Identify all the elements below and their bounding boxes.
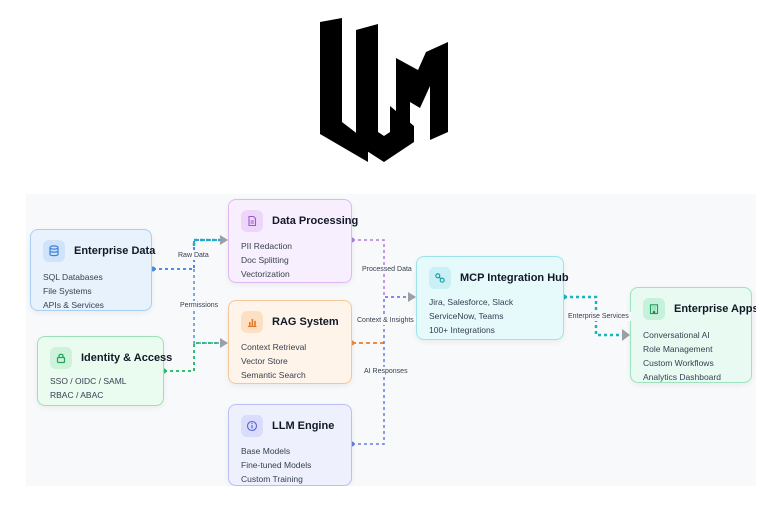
node-item: Vectorization (241, 269, 290, 279)
info-icon (241, 415, 263, 437)
edge-label-context-insights: Context & Insights (355, 316, 416, 325)
node-title: Enterprise Apps (674, 303, 756, 315)
node-item: Base Models (241, 446, 291, 456)
node-item: Fine-tuned Models (241, 460, 312, 470)
node-title: LLM Engine (272, 420, 335, 432)
node-item: Custom Training (241, 474, 303, 484)
node-item: Context Retrieval (241, 342, 307, 352)
node-item: Jira, Salesforce, Slack (429, 297, 514, 307)
node-item: ServiceNow, Teams (429, 311, 504, 321)
edge-label-raw-data: Raw Data (176, 251, 211, 260)
node-item: Vector Store (241, 356, 288, 366)
node-title: Data Processing (272, 215, 359, 227)
node-enterprise-apps: Enterprise Apps Conversational AI Role M… (630, 287, 756, 384)
lock-icon (50, 347, 72, 369)
node-item: Doc Splitting (241, 255, 289, 265)
node-item: RBAC / ABAC (50, 390, 104, 400)
node-items: Jira, Salesforce, Slack ServiceNow, Team… (429, 295, 513, 337)
node-item: Conversational AI (643, 330, 710, 340)
node-item: Semantic Search (241, 370, 306, 380)
database-icon (43, 240, 65, 262)
node-items: SQL Databases File Systems APIs & Servic… (43, 270, 104, 312)
node-item: PII Redaction (241, 241, 293, 251)
edge-raw-data-teal (192, 238, 220, 246)
node-identity-access: Identity & Access SSO / OIDC / SAML RBAC… (37, 336, 172, 406)
link-icon (429, 267, 451, 289)
node-item: SQL Databases (43, 272, 103, 282)
edge-label-permissions: Permissions (178, 301, 221, 310)
edge-identity-to-rag (164, 342, 220, 372)
node-item: 100+ Integrations (429, 325, 495, 335)
node-title: Enterprise Data (74, 245, 156, 257)
node-data-processing: Data Processing PII Redaction Doc Splitt… (228, 199, 358, 283)
node-llm-engine: LLM Engine Base Models Fine-tuned Models… (228, 404, 352, 486)
node-item: File Systems (43, 286, 92, 296)
node-items: Base Models Fine-tuned Models Custom Tra… (241, 444, 311, 486)
node-item: Custom Workflows (643, 358, 714, 368)
arrowhead-enterprise-apps (622, 329, 630, 341)
node-title: MCP Integration Hub (460, 272, 569, 284)
llm-logo (320, 18, 448, 162)
bar-chart-icon (241, 311, 263, 333)
architecture-diagram: Enterprise Data SQL Databases File Syste… (26, 194, 756, 486)
edge-label-ai-responses: AI Responses (362, 367, 410, 376)
node-items: PII Redaction Doc Splitting Vectorizatio… (241, 239, 292, 281)
edge-label-enterprise-services: Enterprise Services (566, 312, 631, 321)
node-items: SSO / OIDC / SAML RBAC / ABAC (50, 374, 127, 402)
arrowhead-data-processing (220, 235, 228, 245)
node-item: Analytics Dashboard (643, 372, 721, 382)
node-item: SSO / OIDC / SAML (50, 376, 127, 386)
node-item: APIs & Services (43, 300, 104, 310)
node-rag-system: RAG System Context Retrieval Vector Stor… (228, 300, 352, 384)
node-enterprise-data: Enterprise Data SQL Databases File Syste… (30, 229, 156, 312)
edge-enterprise-to-rag (193, 269, 220, 344)
arrowhead-rag (220, 338, 228, 348)
building-icon (643, 298, 665, 320)
node-items: Context Retrieval Vector Store Semantic … (241, 340, 306, 382)
edge-label-processed-data: Processed Data (360, 265, 414, 274)
arrowhead-mcp (408, 292, 416, 302)
node-item: Role Management (643, 344, 713, 354)
node-title: RAG System (272, 316, 339, 328)
document-icon (241, 210, 263, 232)
node-mcp-integration-hub: MCP Integration Hub Jira, Salesforce, Sl… (416, 256, 569, 340)
node-title: Identity & Access (81, 352, 173, 364)
node-items: Conversational AI Role Management Custom… (643, 328, 721, 384)
